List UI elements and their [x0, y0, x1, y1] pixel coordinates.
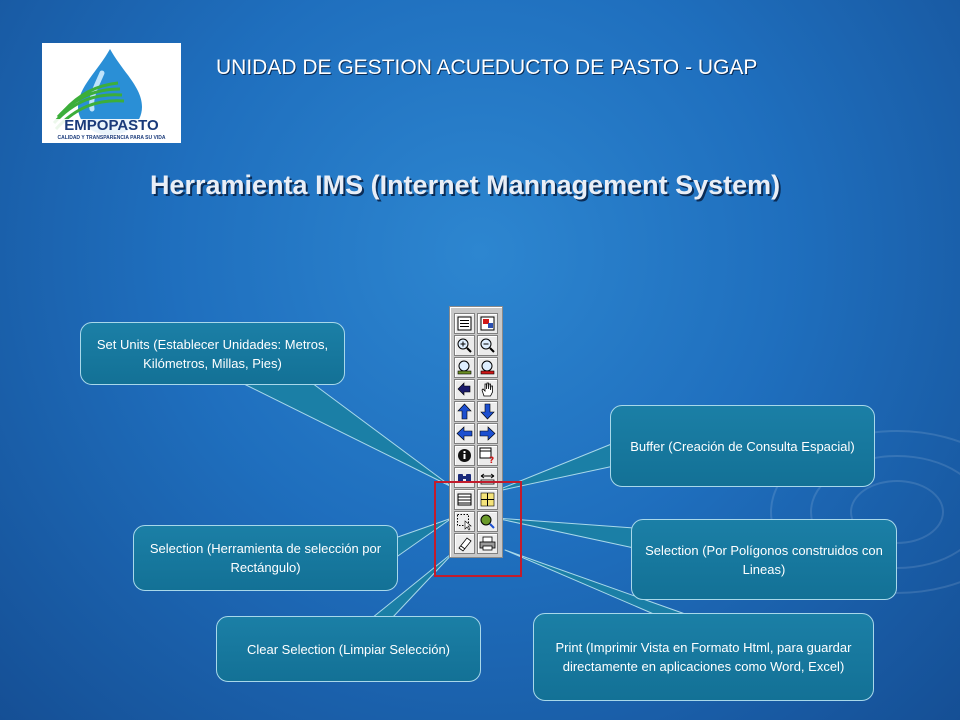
set-units-icon [457, 493, 472, 506]
query-icon: ? [479, 447, 494, 465]
zoom-out-tool[interactable] [477, 335, 498, 356]
identify-icon [458, 449, 471, 462]
callout-select-polygon: Selection (Por Polígonos construidos con… [631, 519, 897, 600]
set-units-tool[interactable] [454, 489, 475, 510]
callout-set-units: Set Units (Establecer Unidades: Metros, … [80, 322, 345, 385]
svg-text:?: ? [489, 456, 494, 465]
logo-tagline: CALIDAD Y TRANSPARENCIA PARA SU VIDA [57, 135, 166, 141]
legend-icon [457, 316, 472, 331]
callout-print: Print (Imprimir Vista en Formato Html, p… [533, 613, 874, 701]
select-rectangle-tool[interactable] [454, 511, 475, 532]
zoom-out-icon [480, 338, 495, 353]
back-extent-icon [457, 382, 471, 396]
pan-north-icon [457, 403, 472, 420]
clear-selection-icon [458, 537, 472, 552]
empopasto-logo: EMPOPASTO CALIDAD Y TRANSPARENCIA PARA S… [42, 43, 181, 143]
query-tool[interactable]: ? [477, 445, 498, 466]
pan-south-tool[interactable] [477, 401, 498, 422]
layers-icon [480, 316, 495, 331]
pan-icon [481, 382, 493, 397]
callout-select-rectangle: Selection (Herramienta de selección por … [133, 525, 398, 591]
find-icon [458, 474, 471, 483]
pan-tool[interactable] [477, 379, 498, 400]
back-extent-tool[interactable] [454, 379, 475, 400]
org-title: UNIDAD DE GESTION ACUEDUCTO DE PASTO - U… [216, 56, 758, 79]
identify-tool[interactable] [454, 445, 475, 466]
callout-buffer: Buffer (Creación de Consulta Espacial) [610, 405, 875, 487]
zoom-in-tool[interactable] [454, 335, 475, 356]
buffer-tool[interactable] [477, 489, 498, 510]
callout-clear-selection: Clear Selection (Limpiar Selección) [216, 616, 481, 682]
pan-west-icon [456, 426, 473, 441]
zoom-active-layer-tool[interactable] [477, 357, 498, 378]
pan-east-icon [479, 426, 496, 441]
pan-south-icon [480, 403, 495, 420]
zoom-full-extent-tool[interactable] [454, 357, 475, 378]
pan-west-tool[interactable] [454, 423, 475, 444]
legend-tool[interactable] [454, 313, 475, 334]
print-tool[interactable] [477, 533, 498, 554]
buffer-icon [480, 492, 495, 507]
select-line-polygon-icon [480, 514, 495, 529]
zoom-full-extent-icon [457, 360, 472, 375]
selection-tools-highlight [434, 481, 522, 577]
page-title: Herramienta IMS (Internet Mannagement Sy… [150, 170, 781, 200]
logo-brand: EMPOPASTO [64, 117, 159, 134]
connector-set-units [241, 382, 453, 488]
zoom-active-layer-icon [480, 360, 495, 375]
ims-toolbar: ? [449, 306, 503, 558]
layers-tool[interactable] [477, 313, 498, 334]
pan-east-tool[interactable] [477, 423, 498, 444]
zoom-in-icon [457, 338, 472, 353]
clear-selection-tool[interactable] [454, 533, 475, 554]
pan-north-tool[interactable] [454, 401, 475, 422]
select-line-polygon-tool[interactable] [477, 511, 498, 532]
print-icon [479, 536, 496, 551]
select-rectangle-icon [457, 514, 472, 531]
